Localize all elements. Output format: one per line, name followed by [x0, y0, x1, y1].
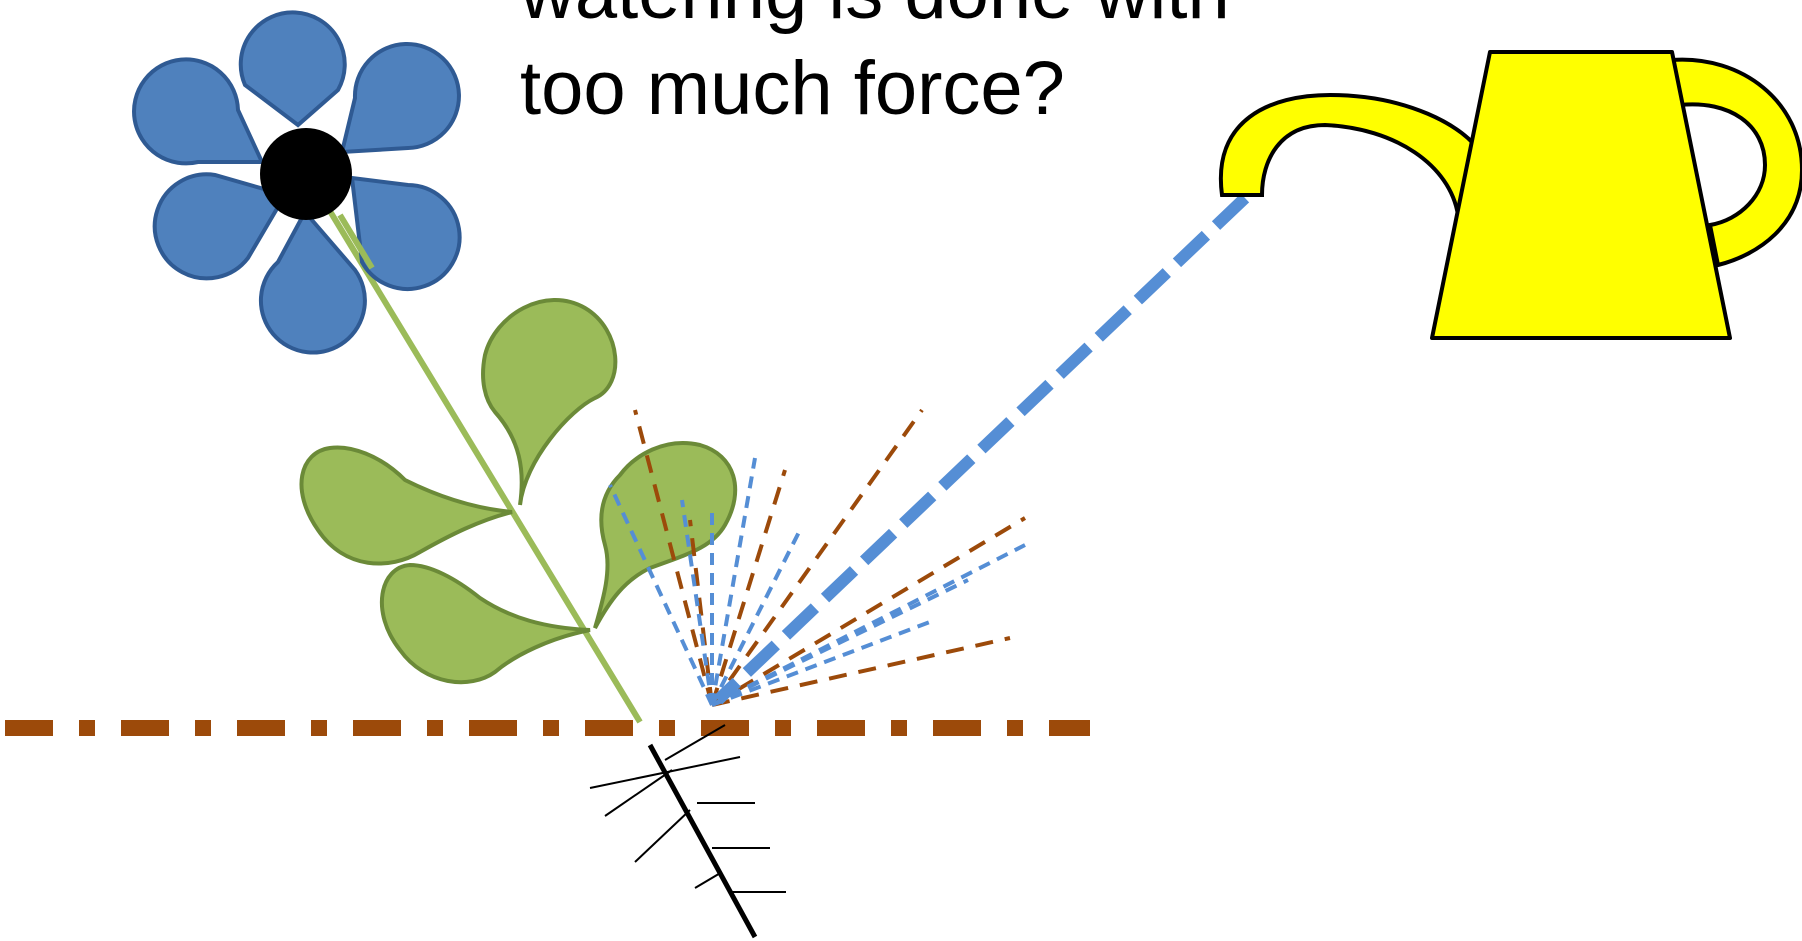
- water-splash-6: [712, 545, 1025, 705]
- watering-can-spout: [1221, 95, 1482, 215]
- watering-can-icon: [1221, 52, 1802, 338]
- soil-splash-5: [712, 638, 1010, 705]
- flower-center: [260, 128, 352, 220]
- water-splash-5: [712, 530, 800, 705]
- water-splash-8: [712, 580, 968, 705]
- water-stream: [718, 198, 1245, 700]
- root-hair-7: [695, 872, 722, 888]
- leaves: [301, 300, 735, 682]
- petal-upper-right: [342, 44, 459, 152]
- petal-right: [352, 178, 460, 289]
- leaf-4: [595, 443, 735, 628]
- petal-top: [241, 12, 345, 125]
- leaf-1: [483, 300, 615, 505]
- leaf-2: [301, 447, 512, 563]
- soil-splash-3: [712, 410, 922, 705]
- root-hair-2: [590, 757, 740, 788]
- roots: [590, 725, 786, 937]
- root-hair-5: [635, 810, 690, 862]
- root-hair-3: [605, 770, 672, 816]
- flower-icon: [134, 12, 460, 352]
